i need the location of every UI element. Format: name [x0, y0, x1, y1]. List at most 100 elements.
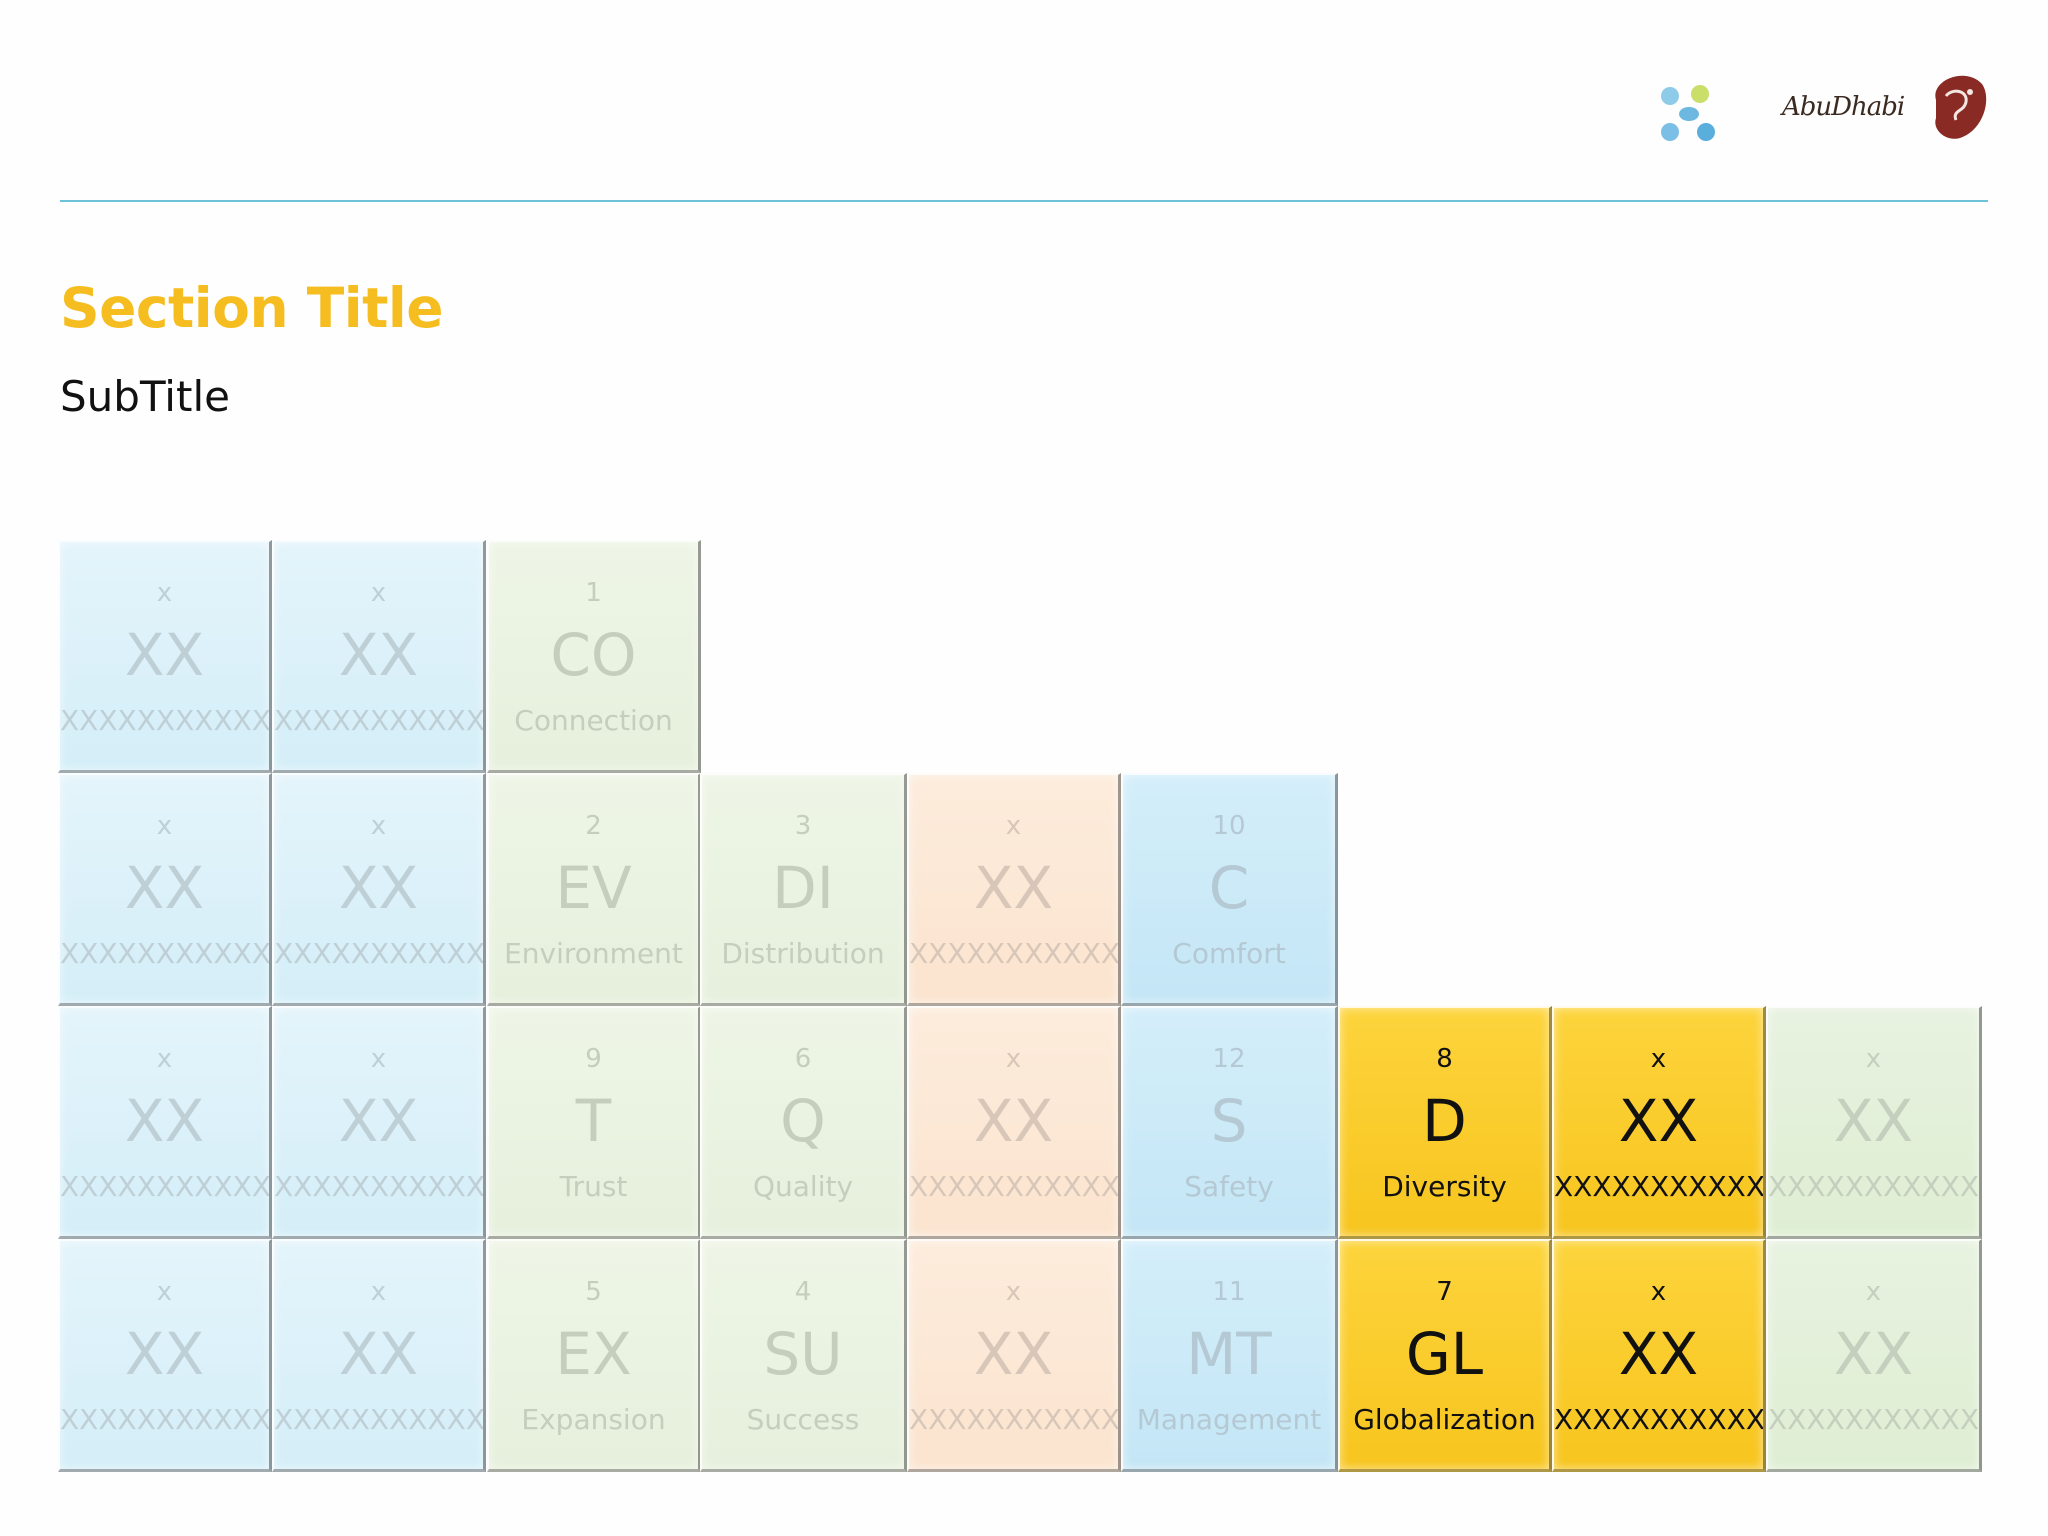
tile-label: XXXXXXXXXXX — [909, 1403, 1120, 1436]
tile-symbol: XX — [973, 1087, 1054, 1155]
tile-number: x — [370, 1277, 387, 1307]
tile-label: Success — [746, 1403, 860, 1436]
tile-symbol: T — [575, 1087, 612, 1155]
tile-number: x — [1005, 1277, 1022, 1307]
tile-symbol: XX — [973, 854, 1054, 922]
tile-symbol: EV — [555, 854, 632, 922]
abu-dhabi-logo: AbuDhabi — [1782, 66, 1990, 148]
partner-logo-icon — [1661, 85, 1715, 141]
tile-label: XXXXXXXXXXX — [60, 937, 271, 970]
tile-symbol: C — [1208, 854, 1250, 922]
tile-label: Expansion — [521, 1403, 666, 1436]
tile-label: Management — [1136, 1403, 1322, 1436]
tile-label: Distribution — [721, 937, 885, 970]
tile-symbol: SU — [763, 1320, 843, 1388]
tile-number: x — [156, 1277, 173, 1307]
tile-number: 10 — [1212, 811, 1246, 841]
tile-label: Globalization — [1353, 1403, 1536, 1436]
tile-symbol: XX — [1833, 1087, 1914, 1155]
tile-number: 6 — [794, 1044, 812, 1074]
tile-label: XXXXXXXXXXX — [60, 1170, 271, 1203]
tile-label: Connection — [514, 704, 673, 737]
tile-symbol: XX — [124, 854, 205, 922]
tile-label: XXXXXXXXXXX — [274, 1170, 485, 1203]
tile-label: XXXXXXXXXXX — [274, 937, 485, 970]
tile-number: 5 — [585, 1277, 602, 1307]
tile-symbol: XX — [338, 621, 419, 689]
tile-number: x — [1865, 1277, 1882, 1307]
tile-label: XXXXXXXXXXX — [909, 937, 1120, 970]
tile-symbol: XX — [1618, 1320, 1699, 1388]
abu-dhabi-logo-text: AbuDhabi — [1782, 92, 1905, 122]
tile-symbol: DI — [772, 854, 834, 922]
tile-label: XXXXXXXXXXX — [60, 704, 271, 737]
tile-number: x — [1005, 1044, 1022, 1074]
tile-number: x — [1650, 1277, 1667, 1307]
tile-number: 3 — [794, 811, 812, 841]
tile-number: 12 — [1212, 1044, 1246, 1074]
tile-number: x — [370, 811, 387, 841]
tile-number: x — [370, 578, 387, 608]
tile-label: XXXXXXXXXXX — [1768, 1403, 1979, 1436]
tile-symbol: XX — [1833, 1320, 1914, 1388]
tile-number: 7 — [1436, 1277, 1453, 1307]
tile-label: Comfort — [1172, 937, 1286, 970]
tile-number: x — [1005, 811, 1022, 841]
tile-label: XXXXXXXXXXX — [1554, 1403, 1765, 1436]
tile-number: 11 — [1212, 1277, 1246, 1307]
tile-number: 4 — [794, 1277, 812, 1307]
tile-symbol: XX — [1618, 1087, 1699, 1155]
tile-number: x — [370, 1044, 387, 1074]
tile-symbol: EX — [555, 1320, 632, 1388]
tile-symbol: S — [1210, 1087, 1248, 1155]
tile-symbol: XX — [338, 854, 419, 922]
tile-number: 9 — [585, 1044, 602, 1074]
tile-label: Quality — [752, 1170, 854, 1203]
tile-symbol: CO — [550, 621, 637, 689]
tile-number: x — [1650, 1044, 1667, 1074]
tile-symbol: XX — [338, 1320, 419, 1388]
tile-number: x — [156, 811, 173, 841]
tile-label: XXXXXXXXXXX — [1554, 1170, 1765, 1203]
abu-dhabi-seal-icon — [1935, 75, 1987, 139]
tile-symbol: D — [1422, 1087, 1467, 1155]
header-divider — [60, 200, 1988, 202]
tile-symbol: Q — [780, 1087, 826, 1155]
tile-label: XXXXXXXXXXX — [1768, 1170, 1979, 1203]
tile-symbol: XX — [124, 621, 205, 689]
tile-label: XXXXXXXXXXX — [274, 704, 485, 737]
tile-number: 2 — [585, 811, 602, 841]
tile-number: x — [156, 578, 173, 608]
tile-label: Diversity — [1382, 1170, 1507, 1203]
tile-number: x — [1865, 1044, 1882, 1074]
tile-symbol: MT — [1186, 1320, 1272, 1388]
tile-symbol: XX — [338, 1087, 419, 1155]
tile-label: XXXXXXXXXXX — [274, 1403, 485, 1436]
tile-symbol: XX — [124, 1087, 205, 1155]
tile-number: x — [156, 1044, 173, 1074]
